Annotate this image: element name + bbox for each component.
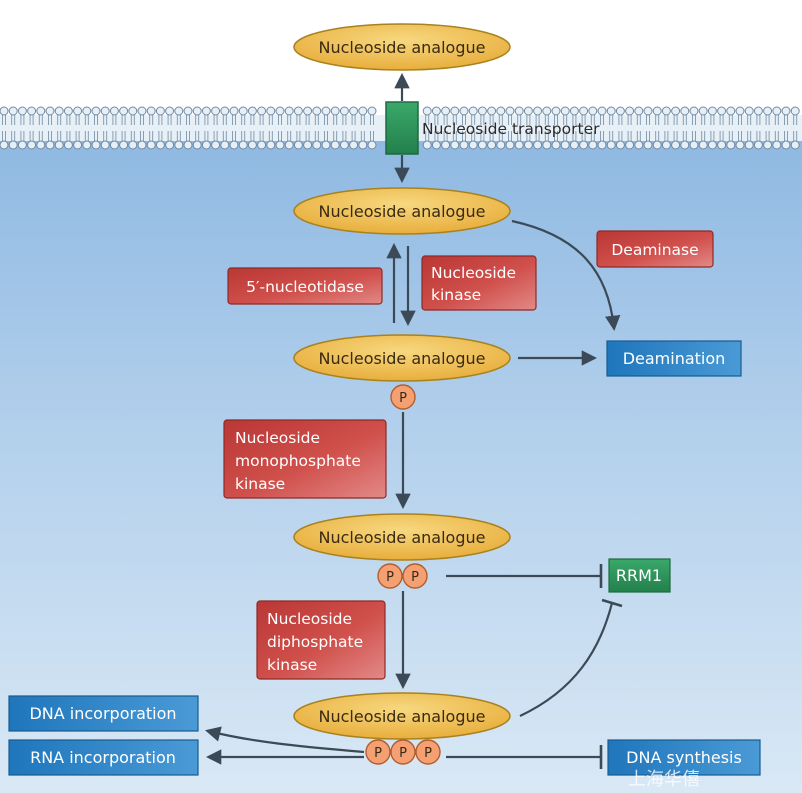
nucleotidase-enzyme-box: 5′-nucleotidase xyxy=(227,267,383,305)
dna-synthesis-box: DNA synthesis xyxy=(607,739,761,776)
nucleoside-analogue-label: Nucleoside analogue xyxy=(319,202,486,221)
nucleoside-transporter xyxy=(385,101,419,155)
nmp-kinase-label-line: monophosphate xyxy=(235,452,361,470)
nucleoside-kinase-enzyme-box: Nucleoside kinase xyxy=(421,255,537,311)
nmp-kinase-enzyme-box: Nucleoside monophosphate kinase xyxy=(223,419,387,499)
deamination-label: Deamination xyxy=(623,349,726,368)
deamination-outcome-box: Deamination xyxy=(606,340,742,377)
dna-incorporation-label: DNA incorporation xyxy=(29,704,176,723)
nucleoside-analogue-label: Nucleoside analogue xyxy=(319,707,486,726)
nucleoside-analogue-diphosphate: Nucleoside analogue xyxy=(293,513,511,561)
rna-incorporation-box: RNA incorporation xyxy=(8,739,199,776)
deaminase-curved-arrow xyxy=(511,219,621,332)
svg-text:P: P xyxy=(411,570,419,585)
dna-incorporation-arrow xyxy=(205,726,365,754)
svg-text:P: P xyxy=(386,570,394,585)
nmp-kinase-label-line: Nucleoside xyxy=(235,429,320,447)
ndp-kinase-label-line: Nucleoside xyxy=(267,610,352,628)
ndp-kinase-label-line: kinase xyxy=(267,656,317,674)
svg-text:P: P xyxy=(399,391,407,406)
dna-synthesis-inhibition-line xyxy=(446,745,603,769)
nmp-kinase-label-line: kinase xyxy=(235,475,285,493)
nucleoside-analogue-label: Nucleoside analogue xyxy=(319,528,486,547)
nucleoside-analogue-extracellular: Nucleoside analogue xyxy=(293,23,511,71)
ndp-kinase-label-line: diphosphate xyxy=(267,633,363,651)
watermark-text: 上海华僖 xyxy=(628,769,700,790)
rrm1-inhibition-line xyxy=(446,564,603,588)
dna-synthesis-label: DNA synthesis xyxy=(626,748,742,767)
rrm1-feedback-inhibition-curve xyxy=(519,598,623,717)
nucleoside-analogue-triphosphate: Nucleoside analogue xyxy=(293,692,511,740)
ndp-kinase-enzyme-box: Nucleoside diphosphate kinase xyxy=(256,600,386,680)
phosphate-circle: P xyxy=(390,384,416,410)
nucleoside-analogue-monophosphate: Nucleoside analogue xyxy=(293,334,511,382)
deaminase-enzyme-box: Deaminase xyxy=(596,230,714,268)
svg-text:P: P xyxy=(374,746,382,761)
rna-incorporation-label: RNA incorporation xyxy=(30,748,176,767)
svg-text:P: P xyxy=(424,746,432,761)
nucleoside-analogue-intracellular: Nucleoside analogue xyxy=(293,187,511,235)
nucleotidase-label: 5′-nucleotidase xyxy=(246,278,364,296)
phosphate-circle: P xyxy=(390,739,416,765)
phosphate-circle: P xyxy=(365,739,391,765)
phosphate-circle: P xyxy=(402,563,428,589)
dna-incorporation-box: DNA incorporation xyxy=(8,695,199,732)
transporter-label: Nucleoside transporter xyxy=(422,120,600,138)
phosphate-circle: P xyxy=(377,563,403,589)
svg-text:P: P xyxy=(399,746,407,761)
nucleoside-kinase-label-line: kinase xyxy=(431,286,481,304)
rrm1-label: RRM1 xyxy=(616,566,662,585)
deaminase-label: Deaminase xyxy=(611,241,698,259)
rrm1-box: RRM1 xyxy=(608,558,671,593)
nucleoside-analogue-label: Nucleoside analogue xyxy=(319,349,486,368)
nucleoside-analogue-label: Nucleoside analogue xyxy=(319,38,486,57)
nucleoside-kinase-label-line: Nucleoside xyxy=(431,264,516,282)
phosphate-circle: P xyxy=(415,739,441,765)
